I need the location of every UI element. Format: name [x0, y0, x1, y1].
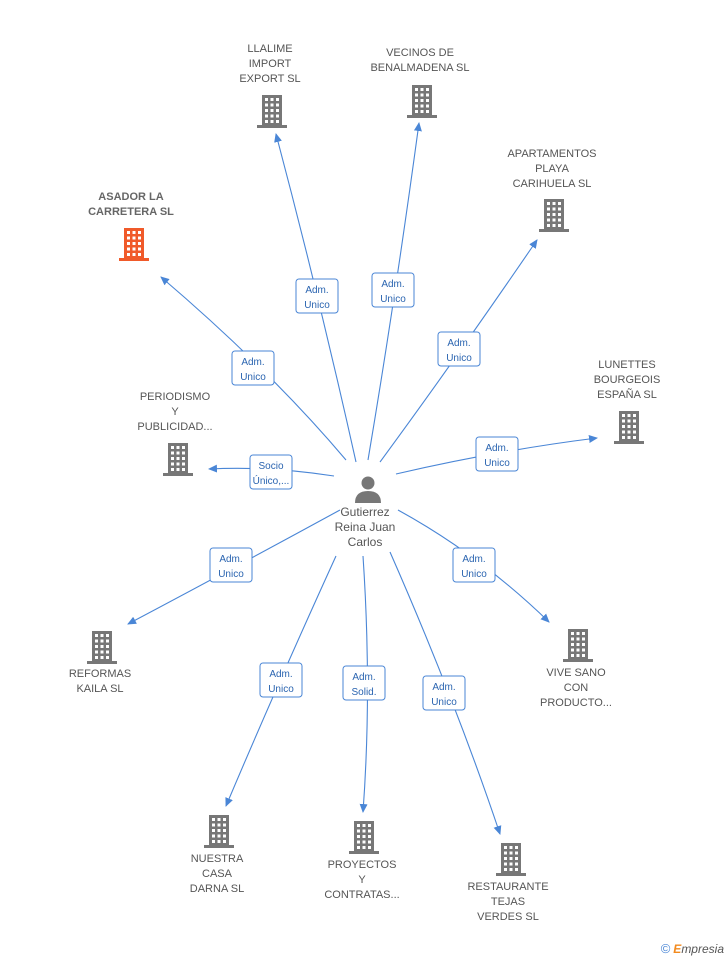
- building-icon[interactable]: [349, 821, 379, 854]
- edge-label-nuestra[interactable]: Adm.Unico: [259, 662, 303, 698]
- building-icon-highlighted[interactable]: [119, 228, 149, 261]
- svg-text:Adm.Unico: Adm.Unico: [461, 554, 487, 580]
- svg-text:Adm.Unico: Adm.Unico: [446, 338, 472, 364]
- building-icon[interactable]: [257, 95, 287, 128]
- brand-logo: Empresia: [673, 941, 724, 956]
- copyright-symbol: ©: [660, 941, 671, 956]
- edge-label-vecinos[interactable]: Adm.Unico: [371, 272, 415, 308]
- edge-label-lunettes[interactable]: Adm.Unico: [475, 436, 519, 472]
- edge-label-apartamentos[interactable]: Adm.Unico: [437, 331, 481, 367]
- svg-text:Adm.Unico: Adm.Unico: [484, 443, 510, 469]
- building-icon[interactable]: [563, 629, 593, 662]
- svg-text:Adm.Unico: Adm.Unico: [431, 682, 457, 708]
- building-icon[interactable]: [204, 815, 234, 848]
- edge-label-asador[interactable]: Adm.Unico: [231, 350, 275, 386]
- building-icon[interactable]: [163, 443, 193, 476]
- building-icon[interactable]: [87, 631, 117, 664]
- edge-label-llalime[interactable]: Adm.Unico: [295, 278, 339, 314]
- person-icon[interactable]: [355, 476, 381, 504]
- edge-label-restaurante[interactable]: Adm.Unico: [422, 675, 466, 711]
- svg-text:Adm.Unico: Adm.Unico: [240, 357, 266, 383]
- building-icon[interactable]: [407, 85, 437, 118]
- svg-text:Adm.Unico: Adm.Unico: [218, 554, 244, 580]
- building-icon[interactable]: [539, 199, 569, 232]
- building-icon[interactable]: [614, 411, 644, 444]
- svg-text:Adm.Unico: Adm.Unico: [304, 285, 330, 311]
- svg-text:Adm.Unico: Adm.Unico: [380, 279, 406, 305]
- svg-text:Adm.Solid.: Adm.Solid.: [351, 672, 376, 698]
- edge-label-proyectos[interactable]: Adm.Solid.: [342, 665, 386, 701]
- svg-text:Adm.Unico: Adm.Unico: [268, 669, 294, 695]
- building-icon[interactable]: [496, 843, 526, 876]
- edge-label-vivesano[interactable]: Adm.Unico: [452, 547, 496, 583]
- edge-label-reformas[interactable]: Adm.Unico: [209, 547, 253, 583]
- footer-brand: © Empresia: [661, 941, 724, 956]
